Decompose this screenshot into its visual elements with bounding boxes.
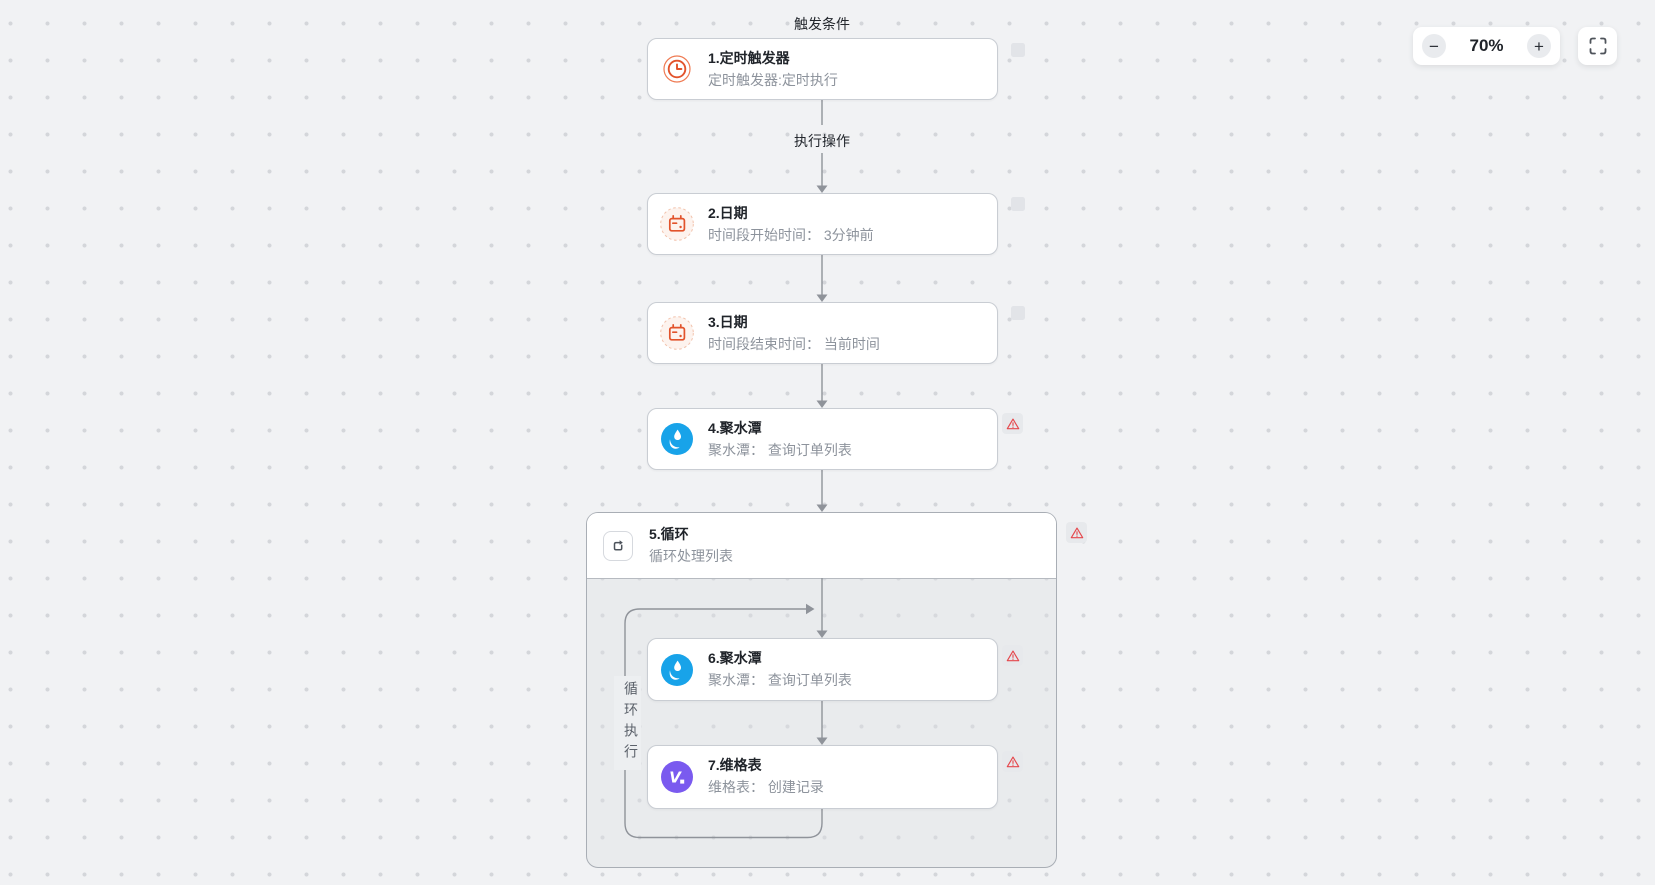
timer-clock-icon	[659, 51, 695, 87]
node-subtitle: 定时触发器:定时执行	[708, 72, 838, 88]
node-title: 2.日期	[708, 205, 748, 221]
node-2-date[interactable]: 2.日期 时间段开始时间： 3分钟前	[647, 193, 998, 255]
svg-text:V: V	[669, 769, 682, 787]
calendar-icon	[659, 315, 695, 351]
jushuitan-icon	[659, 421, 695, 457]
zoom-out-button[interactable]: −	[1422, 34, 1446, 58]
node-1-handle-square	[1011, 43, 1025, 57]
node-5-loop[interactable]: 5.循环 循环处理列表	[587, 513, 1056, 579]
node-5-warning-badge[interactable]	[1066, 522, 1087, 543]
node-7-vika[interactable]: V 7.维格表 维格表： 创建记录	[647, 745, 998, 809]
node-subtitle: 循环处理列表	[649, 548, 733, 564]
warning-triangle-icon	[1070, 527, 1083, 538]
loop-execution-label: 循环执行	[614, 676, 641, 770]
node-title: 3.日期	[708, 314, 748, 330]
node-1-timer-trigger[interactable]: 1.定时触发器 定时触发器:定时执行	[647, 38, 998, 100]
fit-view-button[interactable]	[1578, 27, 1617, 65]
node-6-warning-badge[interactable]	[1002, 645, 1023, 666]
node-title: 5.循环	[649, 526, 689, 542]
node-4-warning-badge[interactable]	[1002, 413, 1023, 434]
jushuitan-icon	[659, 652, 695, 688]
node-3-date[interactable]: 3.日期 时间段结束时间： 当前时间	[647, 302, 998, 364]
fit-view-icon	[1589, 37, 1606, 55]
node-title: 6.聚水潭	[708, 650, 762, 666]
node-2-handle-square	[1011, 197, 1025, 211]
node-4-jushuitan[interactable]: 4.聚水潭 聚水潭： 查询订单列表	[647, 408, 998, 470]
node-subtitle: 聚水潭： 查询订单列表	[708, 442, 852, 458]
zoom-toolbar: − 70% +	[1413, 27, 1560, 65]
node-title: 4.聚水潭	[708, 420, 762, 436]
node-title: 7.维格表	[708, 757, 762, 773]
actions-section-label: 执行操作	[794, 133, 850, 149]
node-subtitle: 时间段开始时间： 3分钟前	[708, 227, 874, 243]
node-6-jushuitan[interactable]: 6.聚水潭 聚水潭： 查询订单列表	[647, 638, 998, 701]
trigger-section-label: 触发条件	[794, 16, 850, 32]
node-7-warning-badge[interactable]	[1002, 751, 1023, 772]
node-subtitle: 维格表： 创建记录	[708, 779, 824, 795]
warning-triangle-icon	[1006, 418, 1019, 429]
node-title: 1.定时触发器	[708, 50, 790, 66]
zoom-in-button[interactable]: +	[1527, 34, 1551, 58]
node-subtitle: 聚水潭： 查询订单列表	[708, 672, 852, 688]
loop-icon	[603, 531, 633, 561]
warning-triangle-icon	[1006, 756, 1019, 767]
vika-icon: V	[659, 759, 695, 795]
node-subtitle: 时间段结束时间： 当前时间	[708, 336, 880, 352]
calendar-icon	[659, 206, 695, 242]
zoom-level: 70%	[1469, 36, 1504, 55]
node-3-handle-square	[1011, 306, 1025, 320]
warning-triangle-icon	[1006, 650, 1019, 661]
